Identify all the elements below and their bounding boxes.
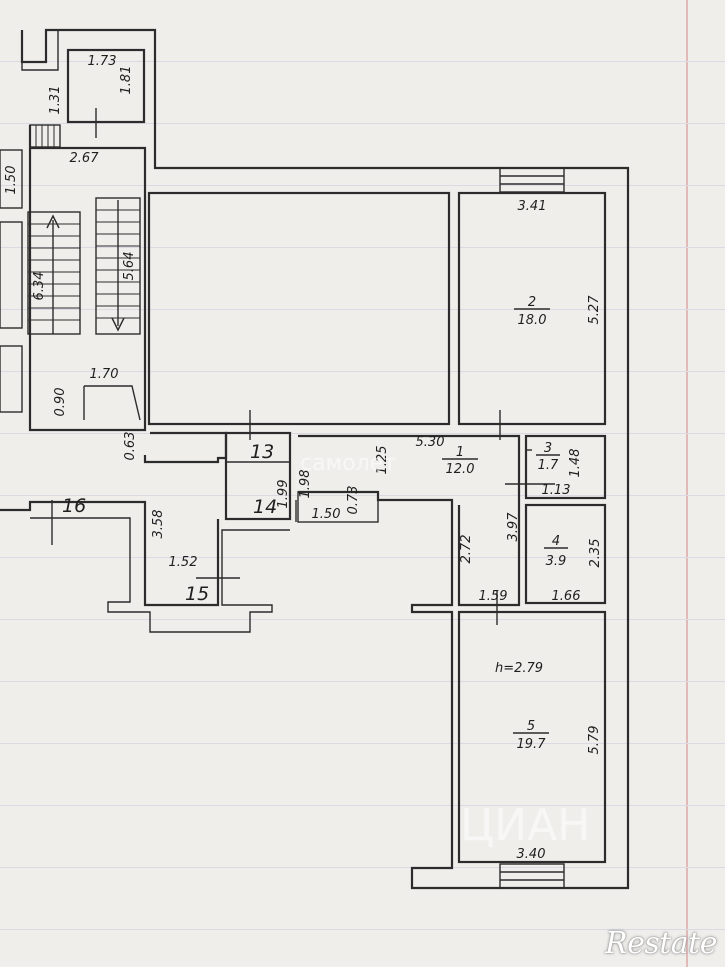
dim-0-73: 0.73: [346, 486, 361, 515]
dim-1-73: 1.73: [88, 54, 117, 69]
room-4-number: 4: [552, 534, 560, 549]
watermark-samolet: самолет: [300, 451, 396, 476]
dim-0-63: 0.63: [123, 432, 138, 461]
dim-0-90: 0.90: [53, 388, 68, 417]
outer-wall: [20, 28, 630, 890]
room-4-area: 3.9: [546, 554, 567, 569]
dim-1-50a: 1.50: [4, 166, 19, 195]
room-2-number: 2: [528, 295, 536, 310]
room-5: [457, 610, 607, 864]
room-4: [524, 503, 607, 605]
dim-1-50b: 1.50: [312, 507, 341, 522]
dim-2-72: 2.72: [459, 535, 474, 564]
room-2-area: 18.0: [518, 313, 547, 328]
dim-5-79: 5.79: [587, 726, 602, 755]
window-bottom: [499, 863, 565, 889]
restate-logo: Restate: [605, 926, 718, 961]
watermark-cian: ЦИАН: [460, 800, 590, 851]
dim-3-58: 3.58: [151, 510, 166, 539]
dim-1-66: 1.66: [552, 589, 581, 604]
room-large: [147, 191, 451, 426]
dim-5-30: 5.30: [416, 435, 445, 450]
stair-flight-right: [95, 197, 141, 335]
dim-3-97: 3.97: [506, 512, 521, 542]
room-3-area: 1.7: [538, 458, 559, 473]
room-2: [457, 191, 607, 426]
dim-3-40: 3.40: [517, 847, 546, 862]
room-5-number: 5: [527, 719, 535, 734]
room-14-label: 14: [253, 496, 277, 518]
room-3-number: 3: [544, 441, 552, 456]
dim-6-34: 6.34: [32, 272, 47, 301]
room-1-area: 12.0: [446, 462, 475, 477]
window-top: [499, 167, 565, 193]
dim-1-59: 1.59: [479, 589, 508, 604]
dim-1-52: 1.52: [169, 555, 198, 570]
dim-1-31: 1.31: [48, 86, 63, 115]
dim-2-35: 2.35: [588, 539, 603, 568]
dim-2-67: 2.67: [70, 151, 100, 166]
room-small-top: [66, 48, 146, 124]
dim-5-64: 5.64: [122, 252, 137, 281]
ceiling-height: h=2.79: [495, 661, 543, 676]
room-5-area: 19.7: [517, 737, 547, 752]
dim-1-13: 1.13: [542, 483, 571, 498]
room-13-14: [224, 431, 292, 521]
dim-3-41: 3.41: [518, 199, 547, 214]
dim-1-25: 1.25: [375, 446, 390, 475]
room-16-label: 16: [62, 495, 86, 517]
stair-flight-left: [27, 211, 81, 335]
room-1-number: 1: [456, 445, 464, 460]
room-3: [524, 434, 607, 500]
stairwell: [28, 125, 147, 432]
dim-1-99: 1.99: [276, 480, 291, 509]
dim-5-27: 5.27: [587, 295, 602, 325]
dim-1-98: 1.98: [298, 470, 313, 499]
room-13-label: 13: [250, 441, 274, 463]
dim-1-70: 1.70: [90, 367, 119, 382]
room-15-label: 15: [185, 583, 209, 605]
dim-1-48: 1.48: [568, 449, 583, 478]
dim-1-81: 1.81: [119, 66, 134, 95]
